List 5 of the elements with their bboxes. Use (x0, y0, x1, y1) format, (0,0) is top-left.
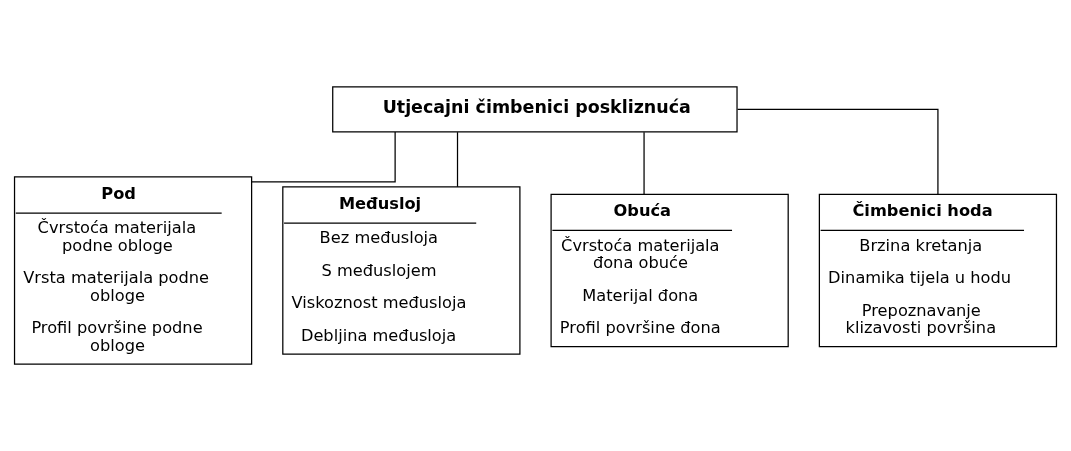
connector (736, 108, 939, 195)
connector (251, 131, 396, 183)
node-box: Utjecajni čimbenici poskliznuća (332, 86, 738, 133)
connector (643, 131, 645, 195)
connector (456, 131, 459, 188)
